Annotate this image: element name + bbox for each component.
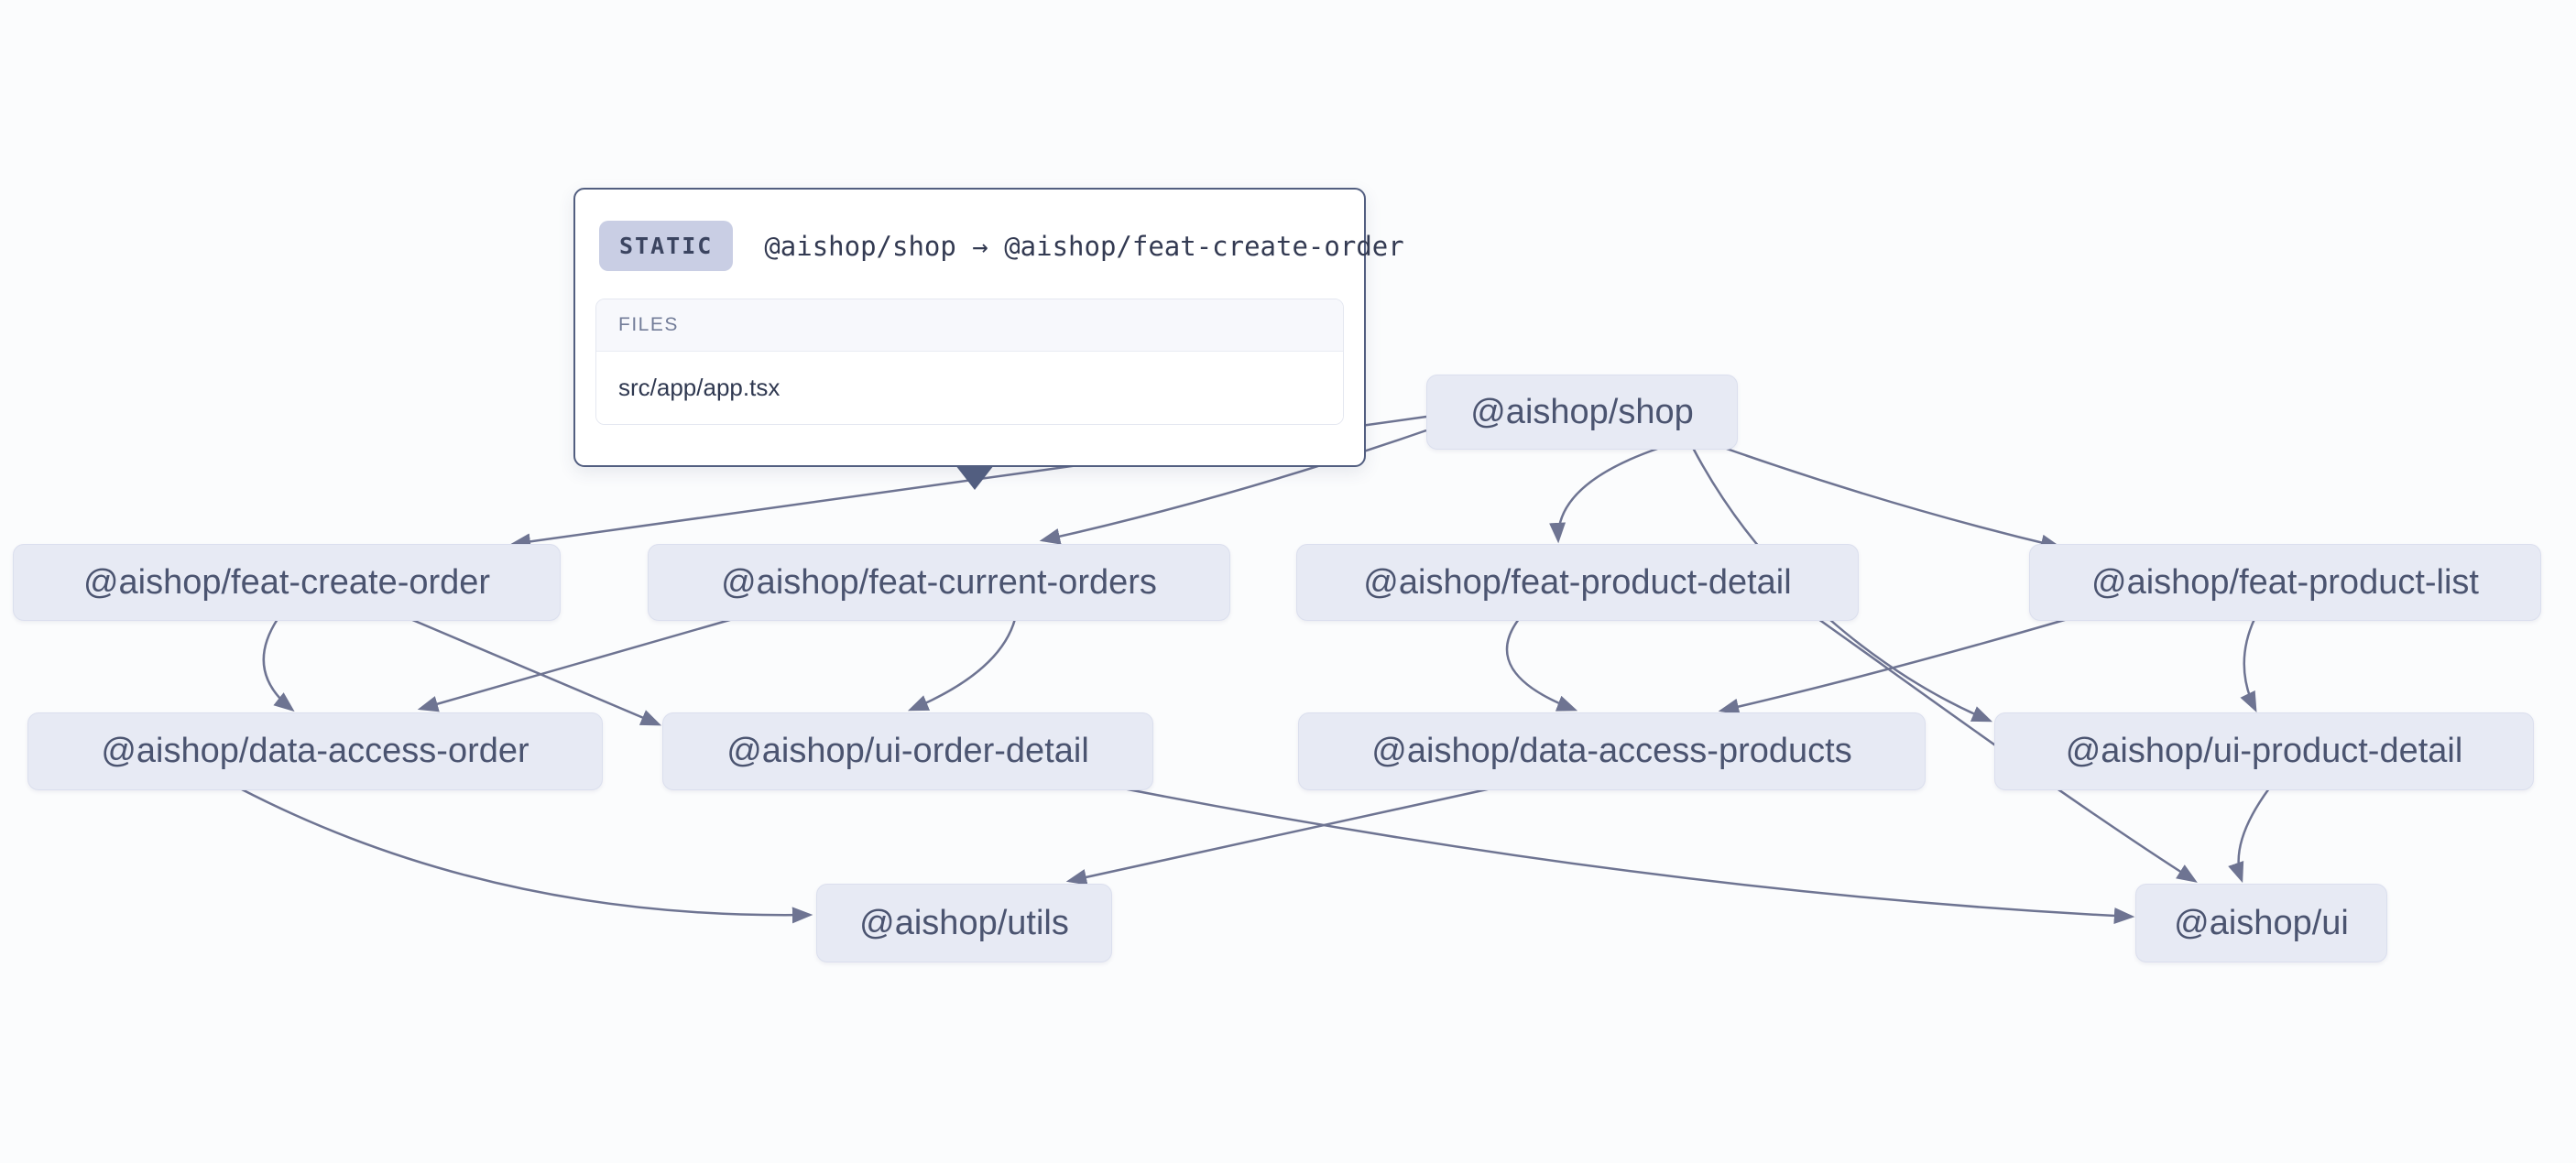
edge-ui-product-detail-ui[interactable] — [2228, 788, 2271, 884]
node-ui-product-detail[interactable]: @aishop/ui-product-detail — [1994, 712, 2534, 790]
node-utils[interactable]: @aishop/utils — [816, 884, 1112, 962]
file-row: src/app/app.tsx — [596, 352, 1343, 424]
node-feat-product-list[interactable]: @aishop/feat-product-list — [2029, 544, 2541, 621]
tooltip-header: STATIC @aishop/shop → @aishop/feat-creat… — [575, 190, 1404, 299]
edge-feat-current-orders-data-access-order[interactable] — [417, 617, 734, 712]
node-feat-product-detail[interactable]: @aishop/feat-product-detail — [1296, 544, 1859, 621]
edge-feat-create-order-data-access-order[interactable] — [262, 618, 295, 712]
edge-data-access-products-utils[interactable] — [1065, 787, 1492, 886]
edge-feat-product-detail-data-access-products[interactable] — [1505, 618, 1578, 712]
node-data-access-products[interactable]: @aishop/data-access-products — [1298, 712, 1926, 790]
edge-shop-feat-product-list[interactable] — [1723, 446, 2062, 551]
edge-data-access-order-utils[interactable] — [239, 787, 813, 924]
files-panel: FILES src/app/app.tsx — [595, 299, 1344, 425]
edge-feat-product-list-ui-product-detail[interactable] — [2240, 618, 2257, 713]
edge-label: @aishop/shop → @aishop/feat-create-order — [764, 230, 1404, 262]
edge-shop-feat-product-detail[interactable] — [1549, 446, 1661, 544]
edge-feat-product-list-data-access-products[interactable] — [1718, 617, 2068, 715]
edge-feat-create-order-ui-order-detail[interactable] — [409, 617, 662, 726]
node-ui-order-detail[interactable]: @aishop/ui-order-detail — [662, 712, 1153, 790]
tooltip-caret — [955, 465, 994, 490]
node-data-access-order[interactable]: @aishop/data-access-order — [27, 712, 603, 790]
node-feat-create-order[interactable]: @aishop/feat-create-order — [13, 544, 561, 621]
edge-tooltip: STATIC @aishop/shop → @aishop/feat-creat… — [573, 188, 1404, 467]
node-ui[interactable]: @aishop/ui — [2135, 884, 2387, 962]
files-header: FILES — [596, 299, 1343, 352]
node-feat-current-orders[interactable]: @aishop/feat-current-orders — [648, 544, 1230, 621]
edge-shop-feat-current-orders[interactable] — [1039, 429, 1427, 545]
node-shop[interactable]: @aishop/shop — [1426, 375, 1738, 450]
edge-type-badge: STATIC — [599, 221, 734, 271]
edge-ui-order-detail-ui[interactable] — [1122, 787, 2135, 925]
edge-feat-current-orders-ui-order-detail[interactable] — [907, 618, 1017, 712]
